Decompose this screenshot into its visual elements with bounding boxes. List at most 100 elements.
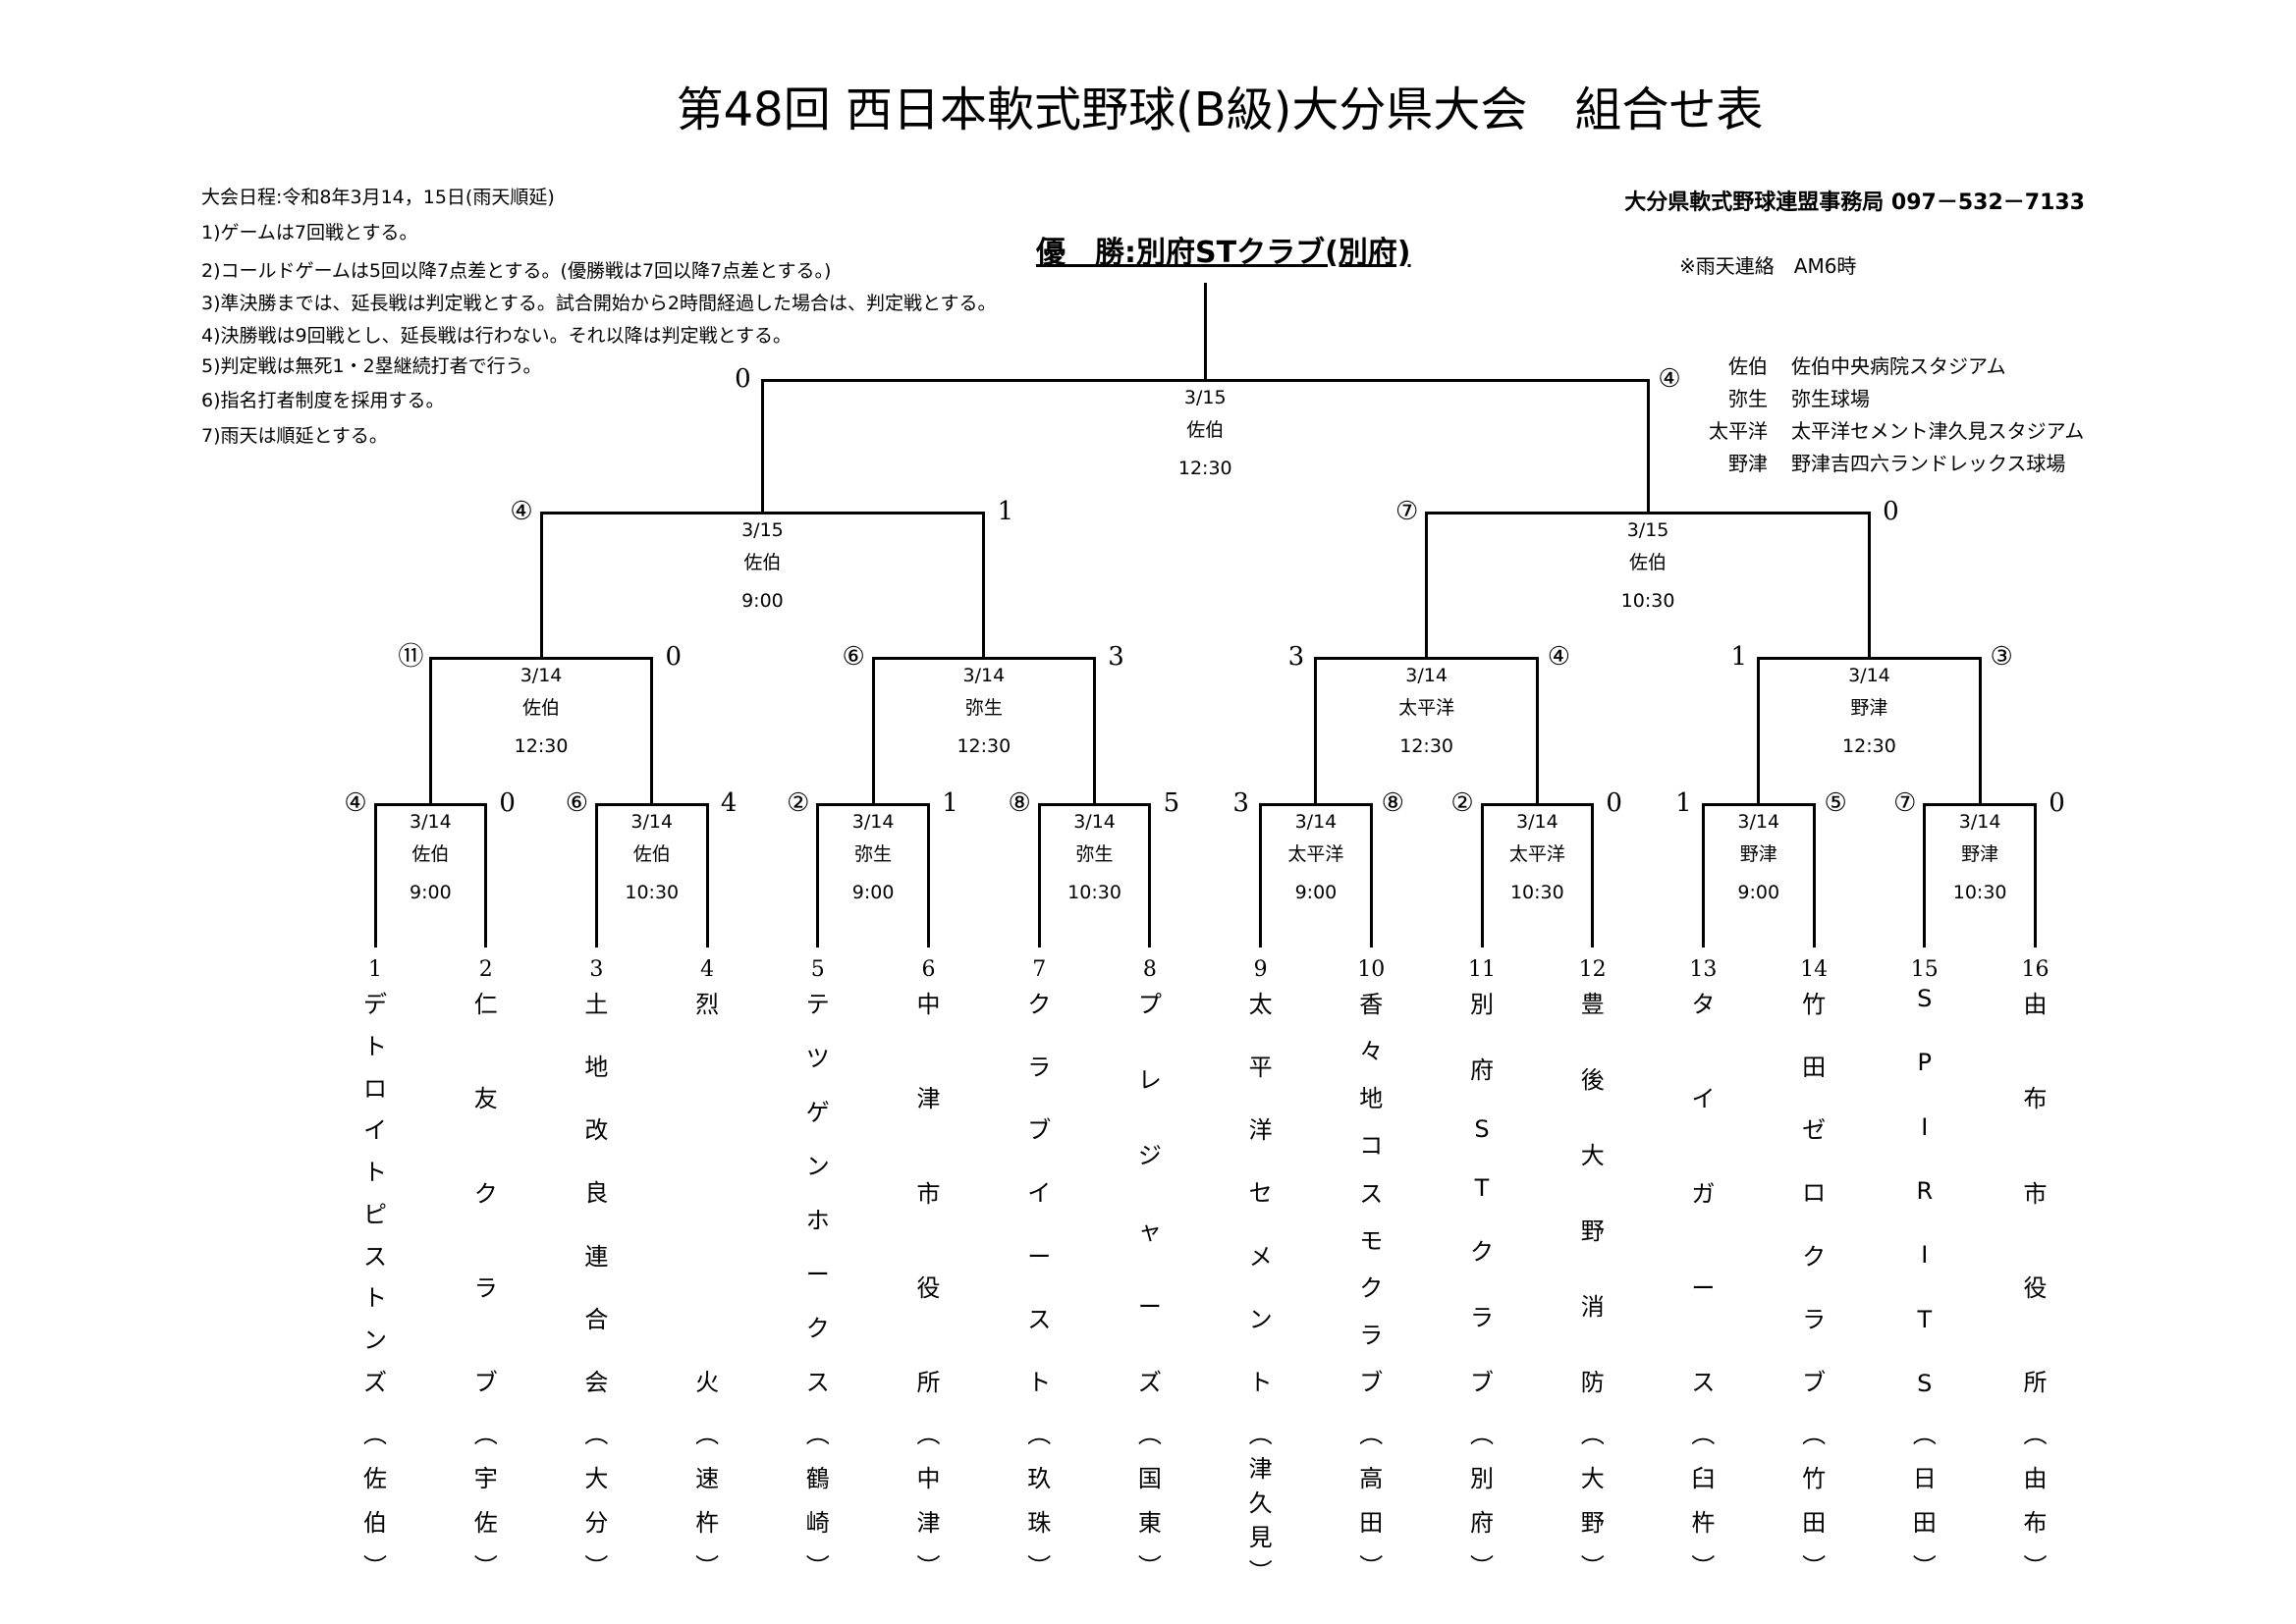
team-location: 竹田 bbox=[1802, 1415, 1826, 1582]
match-time: 9:00 bbox=[851, 882, 895, 903]
match-venue: 太平洋 bbox=[1508, 843, 1565, 865]
bracket-line bbox=[1867, 513, 1871, 660]
team-name: プレジャーズ bbox=[1137, 991, 1162, 1396]
team-entry: 9 太平洋セメント津久見 bbox=[1236, 957, 1285, 1586]
team-entry: 2仁友クラブ宇佐 bbox=[462, 957, 511, 1586]
bracket-line bbox=[2034, 804, 2037, 947]
bracket-line bbox=[539, 513, 543, 660]
team-number: 7 bbox=[1032, 957, 1047, 982]
score-left: ④ bbox=[510, 497, 533, 526]
bracket-line bbox=[1646, 380, 1650, 514]
match-date: 3/14 bbox=[1958, 811, 2001, 833]
team-entry: 8プレジャーズ国東 bbox=[1125, 957, 1175, 1586]
match-date: 3/14 bbox=[1737, 811, 1780, 833]
match-date: 3/14 bbox=[962, 665, 1006, 686]
match-time: 10:30 bbox=[625, 882, 680, 903]
venue-name: 野津吉四六ランドレックス球場 bbox=[1791, 452, 2066, 475]
team-number: 3 bbox=[589, 957, 604, 982]
score-left: ② bbox=[787, 788, 810, 818]
team-entry: 14竹田ゼロクラブ竹田 bbox=[1789, 957, 1838, 1586]
page-title: 第48回 西日本軟式野球(B級)大分県大会 組合せ表 bbox=[676, 82, 1764, 137]
team-name: 烈火 bbox=[695, 991, 720, 1396]
match-date: 3/14 bbox=[1405, 665, 1448, 686]
score-right: 4 bbox=[720, 788, 738, 818]
bracket-line bbox=[1037, 804, 1041, 947]
team-number: 9 bbox=[1253, 957, 1268, 982]
match-venue: 弥生 bbox=[1075, 843, 1114, 865]
team-name: 竹田ゼロクラブ bbox=[1802, 991, 1827, 1396]
team-location: 津久見 bbox=[1249, 1415, 1273, 1582]
match-venue: 野津 bbox=[1961, 843, 1999, 865]
venue-abbr: 佐伯 bbox=[1728, 354, 1768, 378]
bracket-line bbox=[428, 658, 432, 806]
bracket-line bbox=[1369, 804, 1373, 947]
team-location: 高田 bbox=[1359, 1415, 1383, 1582]
team-name: 仁友クラブ bbox=[473, 991, 498, 1396]
bracket-line bbox=[982, 513, 986, 660]
match-time: 10:30 bbox=[1952, 882, 2007, 903]
bracket-line bbox=[1978, 658, 1982, 806]
score-right: 0 bbox=[665, 642, 683, 672]
team-number: 1 bbox=[368, 957, 382, 982]
venue-abbr: 弥生 bbox=[1728, 387, 1768, 410]
team-number: 16 bbox=[2021, 957, 2050, 982]
team-location: 由布 bbox=[2024, 1415, 2048, 1582]
bracket-line bbox=[1259, 804, 1263, 947]
match-time: 10:30 bbox=[1509, 882, 1564, 903]
match-date: 3/14 bbox=[1516, 811, 1558, 833]
team-location: 鶴崎 bbox=[806, 1415, 830, 1582]
score-left: ⑪ bbox=[398, 642, 424, 672]
venue-legend-item: 太平洋太平洋セメント津久見スタジアム bbox=[1660, 415, 2084, 444]
score-right: ⑧ bbox=[1381, 788, 1404, 818]
score-right: 3 bbox=[1108, 642, 1124, 672]
match-date: 3/14 bbox=[851, 811, 895, 833]
team-number: 5 bbox=[810, 957, 825, 982]
bracket-line bbox=[1480, 804, 1484, 947]
bracket-line bbox=[1203, 283, 1207, 382]
venue-name: 弥生球場 bbox=[1791, 387, 1870, 410]
team-entry: 3土地改良連合会大分 bbox=[572, 957, 621, 1586]
venue-name: 佐伯中央病院スタジアム bbox=[1791, 354, 2006, 378]
match-venue: 太平洋 bbox=[1287, 843, 1344, 865]
team-name: 太平洋セメント bbox=[1248, 991, 1273, 1396]
score-left: 1 bbox=[1730, 642, 1748, 672]
venue-abbr: 野津 bbox=[1728, 452, 1768, 475]
team-name: 土地改良連合会 bbox=[584, 991, 609, 1396]
team-name: タイガース bbox=[1691, 991, 1716, 1396]
score-right: 0 bbox=[2049, 788, 2065, 818]
team-entry: 4烈火速杵 bbox=[683, 957, 732, 1586]
match-venue: 弥生 bbox=[964, 697, 1003, 719]
match-venue: 野津 bbox=[1850, 697, 1888, 719]
bracket-line bbox=[1148, 804, 1152, 947]
match-date: 3/14 bbox=[410, 811, 452, 833]
match-date: 3/15 bbox=[741, 519, 784, 541]
match-venue: 佐伯 bbox=[743, 552, 782, 573]
champion-label: 優 勝:別府STクラブ(別府) bbox=[1036, 236, 1411, 270]
match-date: 3/14 bbox=[1848, 665, 1890, 686]
score-left: 3 bbox=[1287, 642, 1305, 672]
match-date: 3/15 bbox=[1183, 387, 1227, 408]
bracket-line bbox=[1093, 658, 1097, 806]
score-left: ④ bbox=[344, 788, 367, 818]
rain-contact-note: ※雨天連絡 AM6時 bbox=[1679, 254, 1857, 278]
match-time: 10:30 bbox=[1067, 882, 1121, 903]
bracket-line bbox=[1923, 804, 1927, 947]
team-entry: 12豊後大野消防大野 bbox=[1568, 957, 1617, 1586]
score-left: 3 bbox=[1232, 788, 1249, 818]
bracket-line bbox=[484, 804, 488, 947]
score-left: ⑦ bbox=[1893, 788, 1917, 818]
bracket-line bbox=[1314, 658, 1318, 806]
team-number: 4 bbox=[700, 957, 715, 982]
score-right: ⑤ bbox=[1824, 788, 1847, 818]
team-name: デトロイトピストンズ bbox=[363, 991, 387, 1396]
match-date: 3/15 bbox=[1626, 519, 1669, 541]
score-right: ④ bbox=[1658, 364, 1681, 394]
team-name: 豊後大野消防 bbox=[1580, 991, 1605, 1396]
team-number: 6 bbox=[921, 957, 936, 982]
match-venue: 太平洋 bbox=[1398, 697, 1455, 719]
team-entry: 1デトロイトピストンズ佐伯 bbox=[351, 957, 400, 1586]
match-time: 9:00 bbox=[1294, 882, 1338, 903]
team-location: 日田 bbox=[1913, 1415, 1937, 1582]
team-number: 10 bbox=[1357, 957, 1386, 982]
